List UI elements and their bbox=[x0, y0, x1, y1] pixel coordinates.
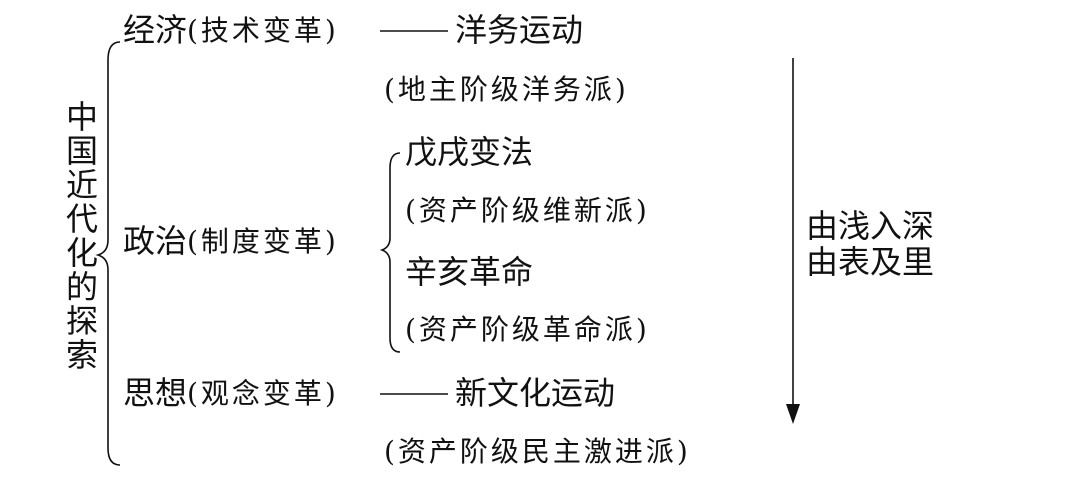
direction-line: 由表及里 bbox=[806, 243, 935, 281]
politics-item-name: 戊戌变法 bbox=[405, 133, 534, 171]
economy-label: 经济 bbox=[123, 11, 188, 49]
thought-movement: 新文化运动 bbox=[455, 374, 616, 412]
politics-item-name: 辛亥革命 bbox=[405, 253, 534, 291]
root-title-char: 的 bbox=[65, 268, 98, 306]
root-title-char: 代 bbox=[65, 200, 98, 238]
economy-class: (地主阶级洋务派) bbox=[384, 73, 629, 106]
root-title-char: 化 bbox=[65, 234, 98, 272]
root-title-char: 中 bbox=[65, 98, 98, 136]
root-title: 中 国 近 代 化 的 探 索 bbox=[64, 100, 100, 372]
root-title-char: 国 bbox=[65, 132, 98, 170]
direction-arrowhead bbox=[786, 404, 800, 424]
politics-sub: (制度变革) bbox=[187, 225, 339, 258]
direction-line: 由浅入深 bbox=[806, 207, 935, 245]
thought-sub: (观念变革) bbox=[187, 377, 339, 410]
economy-movement: 洋务运动 bbox=[455, 11, 584, 49]
root-title-char: 近 bbox=[65, 166, 98, 204]
thought-label: 思想 bbox=[123, 374, 188, 412]
politics-item-class: (资产阶级革命派) bbox=[405, 313, 650, 346]
thought-class: (资产阶级民主激进派) bbox=[384, 435, 691, 468]
direction-annotation: 由浅入深 由表及里 bbox=[806, 208, 934, 280]
root-title-char: 探 bbox=[65, 302, 98, 340]
economy-sub: (技术变革) bbox=[187, 14, 339, 47]
root-title-char: 索 bbox=[65, 336, 98, 374]
main-brace bbox=[95, 41, 121, 466]
politics-label: 政治 bbox=[123, 222, 188, 260]
politics-brace bbox=[379, 152, 401, 353]
politics-item-class: (资产阶级维新派) bbox=[405, 194, 650, 227]
